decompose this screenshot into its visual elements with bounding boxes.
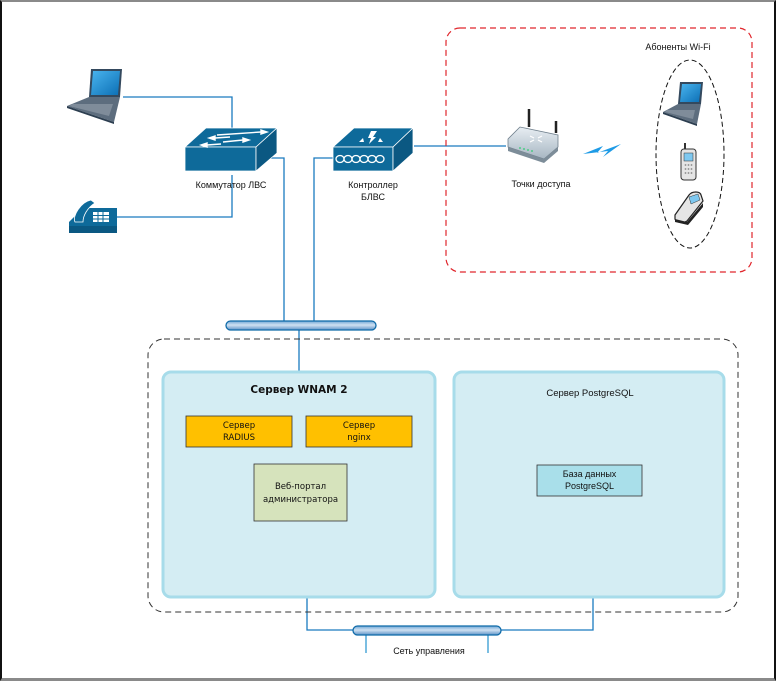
db-label-2: PostgreSQL xyxy=(565,481,614,491)
wlan-controller-label-2: БЛВС xyxy=(361,192,386,202)
nginx-label-2: nginx xyxy=(347,433,371,443)
link-pg-mgmt xyxy=(500,598,594,631)
wlan-controller-label-1: Контроллер xyxy=(348,180,398,190)
admin-portal-box[interactable]: Веб-портал администратора xyxy=(253,463,348,522)
wifi-zone-boundary xyxy=(445,27,753,273)
link-switch-bus xyxy=(270,157,285,321)
radius-server-box[interactable]: Сервер RADIUS xyxy=(185,415,293,448)
access-point-icon[interactable] xyxy=(507,109,559,163)
nginx-server-box[interactable]: Сервер nginx xyxy=(305,415,413,448)
wnam-server-title: Сервер WNAM 2 xyxy=(250,384,347,396)
access-points-label: Точки доступа xyxy=(511,179,570,189)
link-wnam-mgmt xyxy=(306,598,354,631)
postgres-server-title: Сервер PostgreSQL xyxy=(546,388,633,399)
management-network-label: Сеть управления xyxy=(393,646,465,656)
wnam-server[interactable]: Сервер WNAM 2 Сервер RADIUS Сервер nginx… xyxy=(161,370,437,599)
link-controller-bus xyxy=(313,157,335,321)
links xyxy=(117,96,594,631)
management-bus xyxy=(352,625,502,636)
lan-switch-icon[interactable] xyxy=(183,127,279,172)
subscribers-group xyxy=(655,59,725,249)
wlan-controller-icon[interactable] xyxy=(331,127,415,172)
radius-label-2: RADIUS xyxy=(223,433,255,443)
subscriber-laptop-icon[interactable] xyxy=(663,82,703,126)
postgres-server[interactable]: Сервер PostgreSQL База данных PostgreSQL xyxy=(452,370,726,599)
radius-label-1: Сервер xyxy=(223,421,255,431)
wifi-subscribers-label: Абоненты Wi-Fi xyxy=(645,42,710,52)
link-laptop-switch xyxy=(123,96,233,129)
wireless-link-icon xyxy=(583,144,621,157)
laptop-icon[interactable] xyxy=(67,69,122,124)
db-label-1: База данных xyxy=(563,469,617,479)
portal-label-2: администратора xyxy=(263,495,338,505)
subscriber-pda-icon[interactable] xyxy=(674,191,704,225)
subscriber-mobile-phone-icon[interactable] xyxy=(680,143,697,181)
ip-phone-icon[interactable] xyxy=(69,199,117,233)
lan-switch-label: Коммутатор ЛВС xyxy=(196,180,267,190)
postgres-db-box[interactable]: База данных PostgreSQL xyxy=(536,464,643,497)
lan-bus xyxy=(225,320,377,331)
link-phone-switch xyxy=(117,175,233,218)
portal-label-1: Веб-портал xyxy=(275,482,326,492)
nginx-label-1: Сервер xyxy=(343,421,375,431)
servers-zone-boundary xyxy=(147,338,739,613)
